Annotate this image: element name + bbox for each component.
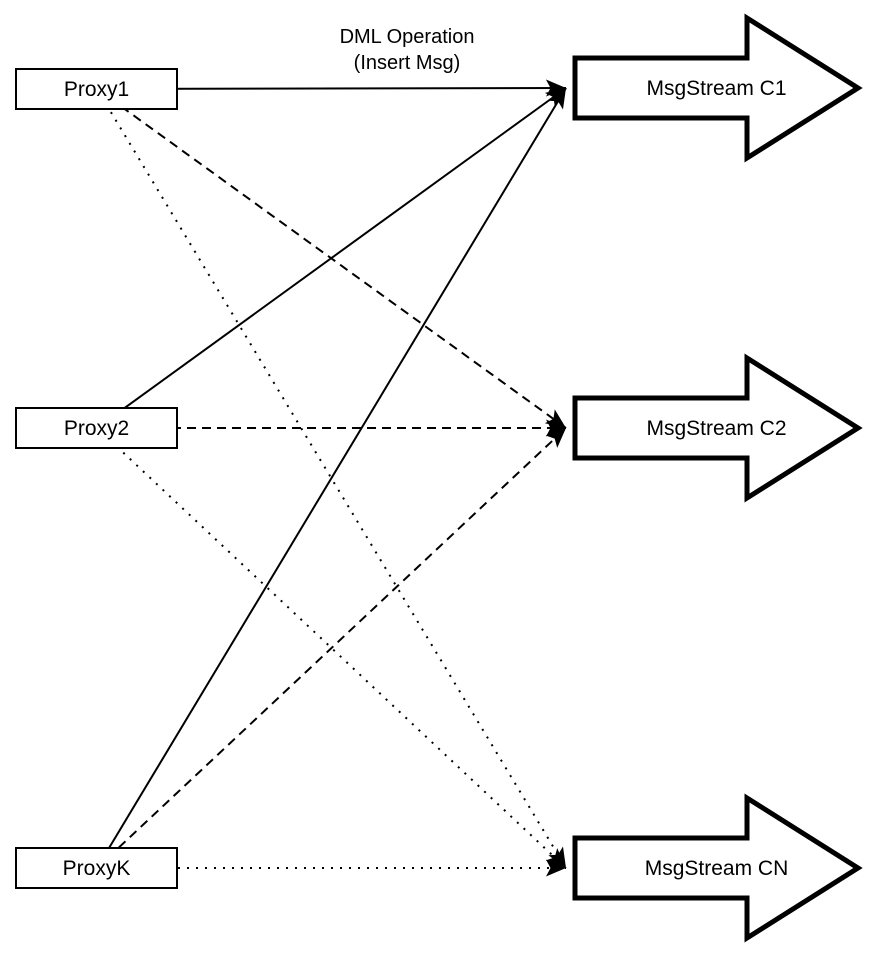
proxy2-node: Proxy2	[15, 407, 178, 449]
dml-operation-annotation: DML Operation (Insert Msg)	[257, 24, 557, 76]
edge-proxyk-to-c1-solid	[96, 87, 567, 869]
edge-proxy1-to-cn-dotted	[96, 88, 567, 869]
proxyk-label: ProxyK	[62, 856, 131, 880]
msgstream-c1-arrow-shape	[572, 13, 863, 163]
proxy1-node: Proxy1	[15, 68, 178, 110]
edge-proxyk-to-c2-dashed	[96, 427, 567, 869]
msgstream-cn-arrow-shape	[572, 793, 863, 943]
msgstream-c2-arrow-shape	[572, 353, 863, 503]
annotation-line1: DML Operation	[339, 26, 475, 48]
edge-proxy1-to-c2-dashed	[96, 88, 567, 429]
proxy2-label: Proxy2	[63, 416, 130, 440]
proxy1-label: Proxy1	[63, 77, 130, 101]
proxyk-node: ProxyK	[15, 847, 178, 889]
annotation-line2: (Insert Msg)	[353, 52, 461, 74]
